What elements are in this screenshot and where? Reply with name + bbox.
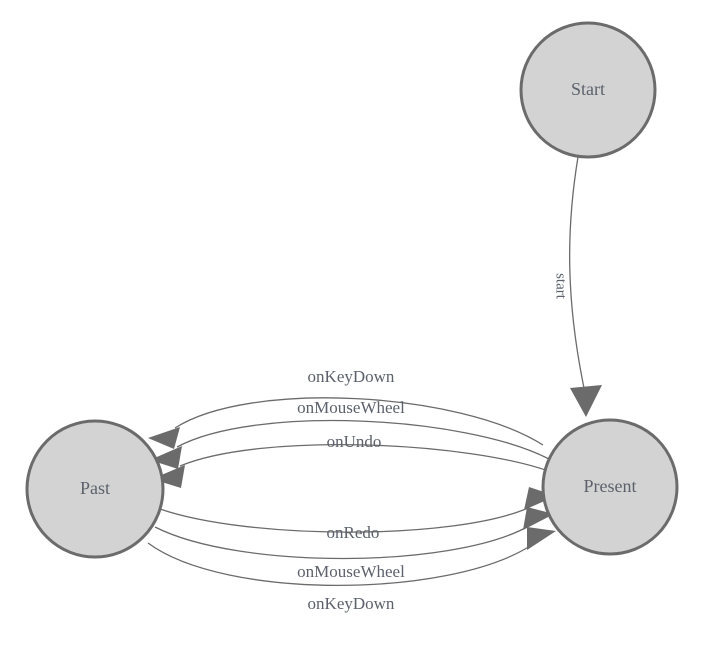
- node-start-circle: [519, 21, 657, 159]
- edge-start[interactable]: [568, 156, 602, 417]
- edge-label-onkeydown-redo: onKeyDown: [308, 594, 395, 613]
- edge-onredo-arrowhead: [524, 487, 556, 510]
- node-past[interactable]: Past: [25, 419, 165, 559]
- edge-onmousewheel-redo-arrowhead: [523, 507, 554, 530]
- edge-label-start: start: [553, 273, 569, 300]
- edge-onkeydown-redo-path: [147, 542, 531, 586]
- edge-start-arrowhead: [570, 385, 602, 417]
- edge-label-onmousewheel-redo: onMouseWheel: [297, 562, 405, 581]
- edge-onkeydown-undo-arrowhead: [148, 427, 180, 449]
- node-present-circle: [541, 418, 679, 556]
- edge-onmousewheel-undo[interactable]: [150, 419, 550, 469]
- edge-onkeydown-undo-path: [174, 397, 544, 446]
- node-present-label: Present: [584, 476, 637, 496]
- edge-onkeydown-redo[interactable]: [147, 527, 556, 586]
- node-present[interactable]: Present: [541, 418, 679, 556]
- node-past-label: Past: [80, 478, 110, 498]
- edge-start-path: [568, 156, 585, 389]
- edge-onmousewheel-redo-path: [154, 526, 528, 560]
- edge-onredo[interactable]: [159, 487, 556, 533]
- node-start-label: Start: [571, 79, 605, 99]
- edge-onundo-path: [179, 443, 552, 473]
- node-past-circle: [25, 419, 165, 559]
- edge-onmousewheel-undo-path: [176, 419, 550, 460]
- edge-onmousewheel-undo-arrowhead: [150, 446, 182, 469]
- edge-onmousewheel-redo[interactable]: [154, 507, 554, 560]
- edge-onkeydown-undo[interactable]: [148, 397, 544, 449]
- edge-label-onkeydown-undo: onKeyDown: [308, 367, 395, 386]
- edge-onundo[interactable]: [152, 443, 552, 488]
- edge-onkeydown-redo-arrowhead: [527, 527, 556, 550]
- edge-label-onmousewheel-undo: onMouseWheel: [297, 398, 405, 417]
- edge-label-onundo: onUndo: [327, 432, 382, 451]
- node-start[interactable]: Start: [519, 21, 657, 159]
- edge-label-onredo: onRedo: [327, 523, 380, 542]
- edge-onundo-arrowhead: [152, 465, 185, 488]
- edge-onredo-path: [159, 507, 529, 533]
